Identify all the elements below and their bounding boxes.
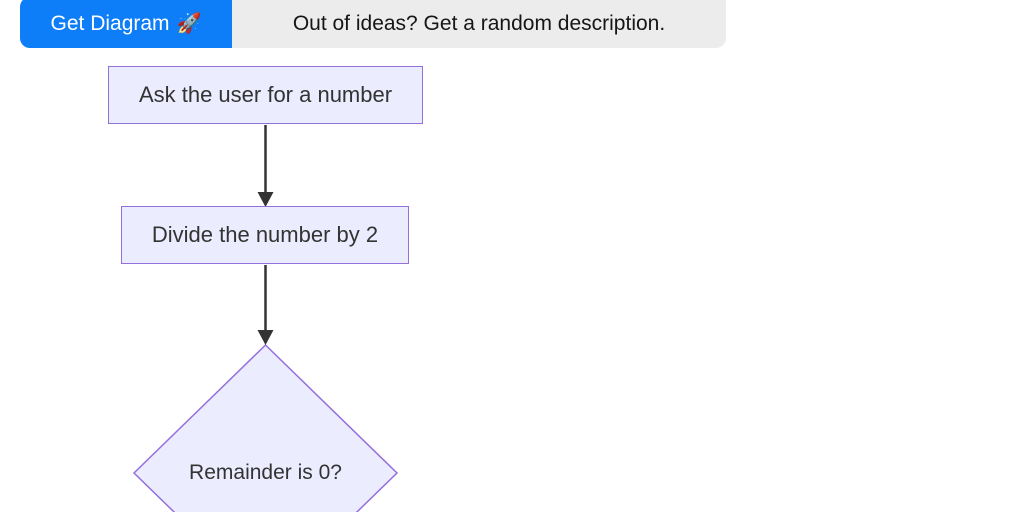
flowchart-node-remainder: Remainder is 0? [145,451,386,495]
flowchart-node-ask: Ask the user for a number [108,66,423,124]
hint-text: Out of ideas? Get a random description. [292,12,666,35]
rocket-icon: 🚀 [176,13,202,35]
get-diagram-button[interactable]: Get Diagram 🚀 [20,0,232,48]
toolbar: Get Diagram 🚀 Out of ideas? Get a random… [20,0,726,48]
flowchart-node-divide-label: Divide the number by 2 [151,222,379,247]
flowchart-node-remainder-label: Remainder is 0? [189,461,342,484]
flowchart-node-ask-label: Ask the user for a number [138,82,393,107]
hint-bar: Out of ideas? Get a random description. [232,0,726,48]
flowchart-node-divide: Divide the number by 2 [121,206,409,264]
decision-diamond-shape [132,343,399,512]
edge-ask-to-divide-arrowhead-icon [257,192,274,207]
edge-divide-to-remainder-arrowhead-icon [257,330,274,345]
get-diagram-button-label: Get Diagram [50,12,170,35]
